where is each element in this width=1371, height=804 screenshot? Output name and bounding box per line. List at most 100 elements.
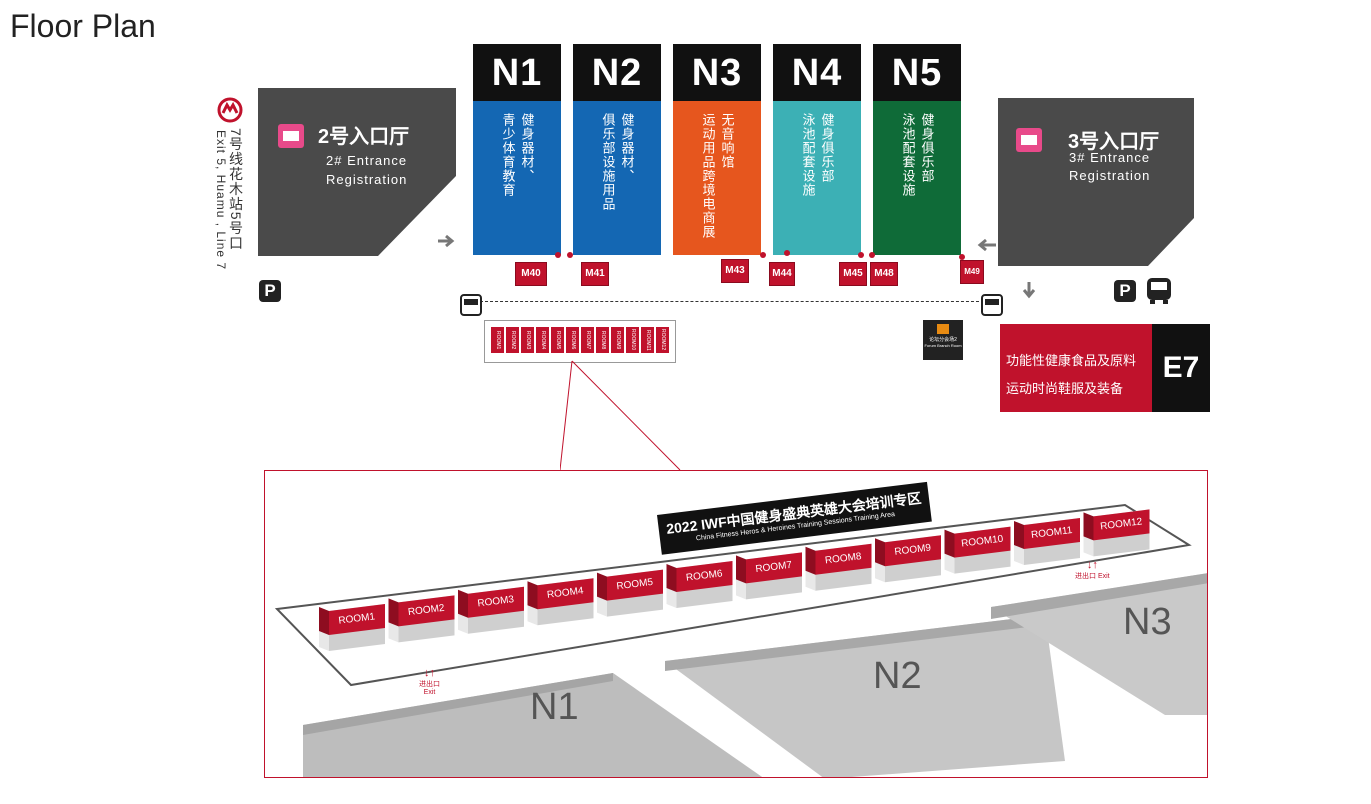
tag-m45: M45	[839, 262, 867, 286]
training-room-4: ROOM4	[527, 578, 594, 626]
entrance-left-line1: 2# Entrance	[326, 153, 408, 168]
hall-n2-text-2: 健身器材、	[619, 113, 635, 183]
hall-e7-panel: 功能性健康食品及原料 运动时尚鞋服及装备	[1000, 324, 1152, 412]
training-room-5: ROOM5	[597, 569, 663, 617]
training-room-label-1: ROOM1	[338, 611, 376, 626]
mini-room-11: ROOM11	[641, 327, 654, 353]
training-room-label-2: ROOM2	[407, 603, 445, 618]
registration-icon	[278, 124, 304, 148]
training-room-label-9: ROOM9	[894, 542, 932, 557]
hall-n3-text-2: 无音响馆	[719, 113, 735, 169]
entrance-right-shape	[998, 98, 1194, 266]
hall-n2: N2 俱乐部设施用品 健身器材、	[573, 44, 661, 255]
training-room-label-8: ROOM8	[824, 551, 862, 566]
hall-n2-text-1: 俱乐部设施用品	[600, 113, 616, 211]
hall-n3: N3 运动用品跨境电商展 无音响馆	[673, 44, 761, 255]
training-room-label-11: ROOM11	[1030, 525, 1073, 541]
hall-n1-label: N1	[473, 44, 561, 101]
tag-m41: M41	[581, 262, 609, 286]
training-room-3: ROOM3	[458, 586, 524, 634]
exit-label-en-right: Exit	[1097, 573, 1110, 580]
entrance-left-shape	[258, 88, 456, 256]
mini-room-8: ROOM8	[596, 327, 609, 353]
m49-dot	[959, 254, 965, 260]
training-room-11: ROOM11	[1014, 518, 1080, 565]
hall-n5: N5 泳池配套设施 健身俱乐部	[873, 44, 961, 255]
tag-m40: M40	[515, 262, 547, 286]
registration-icon-right	[1016, 128, 1042, 152]
mini-room-7: ROOM7	[581, 327, 594, 353]
e7-line2: 运动时尚鞋服及装备	[1006, 381, 1124, 396]
detail-hall-n2: N2	[873, 655, 922, 697]
exit-label-en: Exit	[423, 689, 436, 696]
hall-n1: N1 青少体育教育 健身器材、	[473, 44, 561, 255]
training-area-map: ROOM1 ROOM2 ROOM3 ROOM4 ROOM5 ROOM6 ROOM7 ROOM8…	[274, 503, 1207, 777]
hall-n4-label: N4	[773, 44, 861, 101]
entrance-right-title: 3号入口厅	[1068, 131, 1160, 153]
hall-n5-text-2: 健身俱乐部	[919, 113, 935, 183]
exit-marker-right: ↓↑ 进出口 Exit	[1075, 559, 1110, 581]
hall-n4: N4 泳池配套设施 健身俱乐部	[773, 44, 861, 255]
training-room-label-10: ROOM10	[961, 534, 1005, 550]
forum-icon	[937, 324, 949, 334]
hall-n3-label: N3	[673, 44, 761, 101]
training-room-12: ROOM12	[1083, 509, 1150, 557]
training-room-label-5: ROOM5	[616, 577, 654, 592]
m48-dot	[869, 252, 875, 258]
training-room-label-3: ROOM3	[477, 594, 515, 609]
training-room-8: ROOM8	[805, 543, 872, 591]
training-room-label-12: ROOM12	[1100, 516, 1144, 532]
entrance-right-line1: 3# Entrance	[1069, 150, 1151, 165]
m45-dot	[858, 252, 864, 258]
mini-room-5: ROOM5	[551, 327, 564, 353]
arrow-down-icon	[1022, 282, 1036, 299]
mini-room-3: ROOM3	[521, 327, 534, 353]
mini-room-1: ROOM1	[491, 327, 504, 353]
page-title: Floor Plan	[10, 8, 156, 44]
metro-text-en: Exit 5, Huamu , Line 7	[214, 130, 228, 271]
training-room-9: ROOM9	[875, 535, 941, 583]
exit-marker-left: ↓↑ 进出口 Exit	[419, 667, 440, 696]
exit-arrows-icon: ↓↑	[424, 667, 435, 679]
m43-dot	[760, 252, 766, 258]
mini-room-2: ROOM2	[506, 327, 519, 353]
training-room-2: ROOM2	[388, 595, 455, 643]
detail-hall-n1: N1	[530, 686, 579, 728]
m44-dot	[784, 250, 790, 256]
callout-lines	[560, 360, 681, 471]
training-room-7: ROOM7	[736, 552, 802, 600]
hall-n4-text-1: 泳池配套设施	[800, 113, 816, 197]
hall-n4-text-2: 健身俱乐部	[819, 113, 835, 183]
metro-text-cn: 7号线花木站5号口	[228, 128, 244, 251]
training-room-label-6: ROOM6	[685, 568, 723, 583]
exit-label-cn: 进出口	[419, 681, 440, 688]
tag-m44: M44	[769, 262, 795, 286]
forum-label-en: Forum Branch Room	[924, 343, 962, 348]
training-room-label-7: ROOM7	[755, 560, 793, 575]
shuttle-route-line	[480, 301, 984, 302]
mini-room-9: ROOM9	[611, 327, 624, 353]
mini-room-6: ROOM6	[566, 327, 579, 353]
forum-branch-room: 论坛分会场2 Forum Branch Room	[923, 320, 963, 360]
hall-n1-text-1: 青少体育教育	[500, 113, 516, 197]
m40-dot	[555, 252, 561, 258]
e7-label: E7	[1152, 324, 1210, 412]
training-area-detail: ROOM1 ROOM2 ROOM3 ROOM4 ROOM5 ROOM6 ROOM7 ROOM8…	[264, 470, 1208, 778]
training-room-10: ROOM10	[944, 526, 1011, 574]
hall-n3-text-1: 运动用品跨境电商展	[700, 113, 716, 239]
exit-arrows-icon-right: ↓↑	[1086, 559, 1098, 571]
tag-m43: M43	[721, 259, 749, 283]
tag-m49: M49	[960, 260, 984, 284]
arrow-left-icon	[977, 238, 996, 252]
hall-n5-label: N5	[873, 44, 961, 101]
forum-label-cn: 论坛分会场2	[929, 337, 957, 343]
e7-line1: 功能性健康食品及原料	[1006, 353, 1137, 368]
parking-icon: P	[259, 280, 281, 302]
parking-icon-right: P	[1114, 280, 1136, 302]
hall-n1-text-2: 健身器材、	[519, 113, 535, 183]
mini-room-12: ROOM12	[656, 327, 669, 353]
hall-n2-label: N2	[573, 44, 661, 101]
exit-label-cn-right: 进出口	[1075, 573, 1096, 580]
tag-m48: M48	[870, 262, 898, 286]
